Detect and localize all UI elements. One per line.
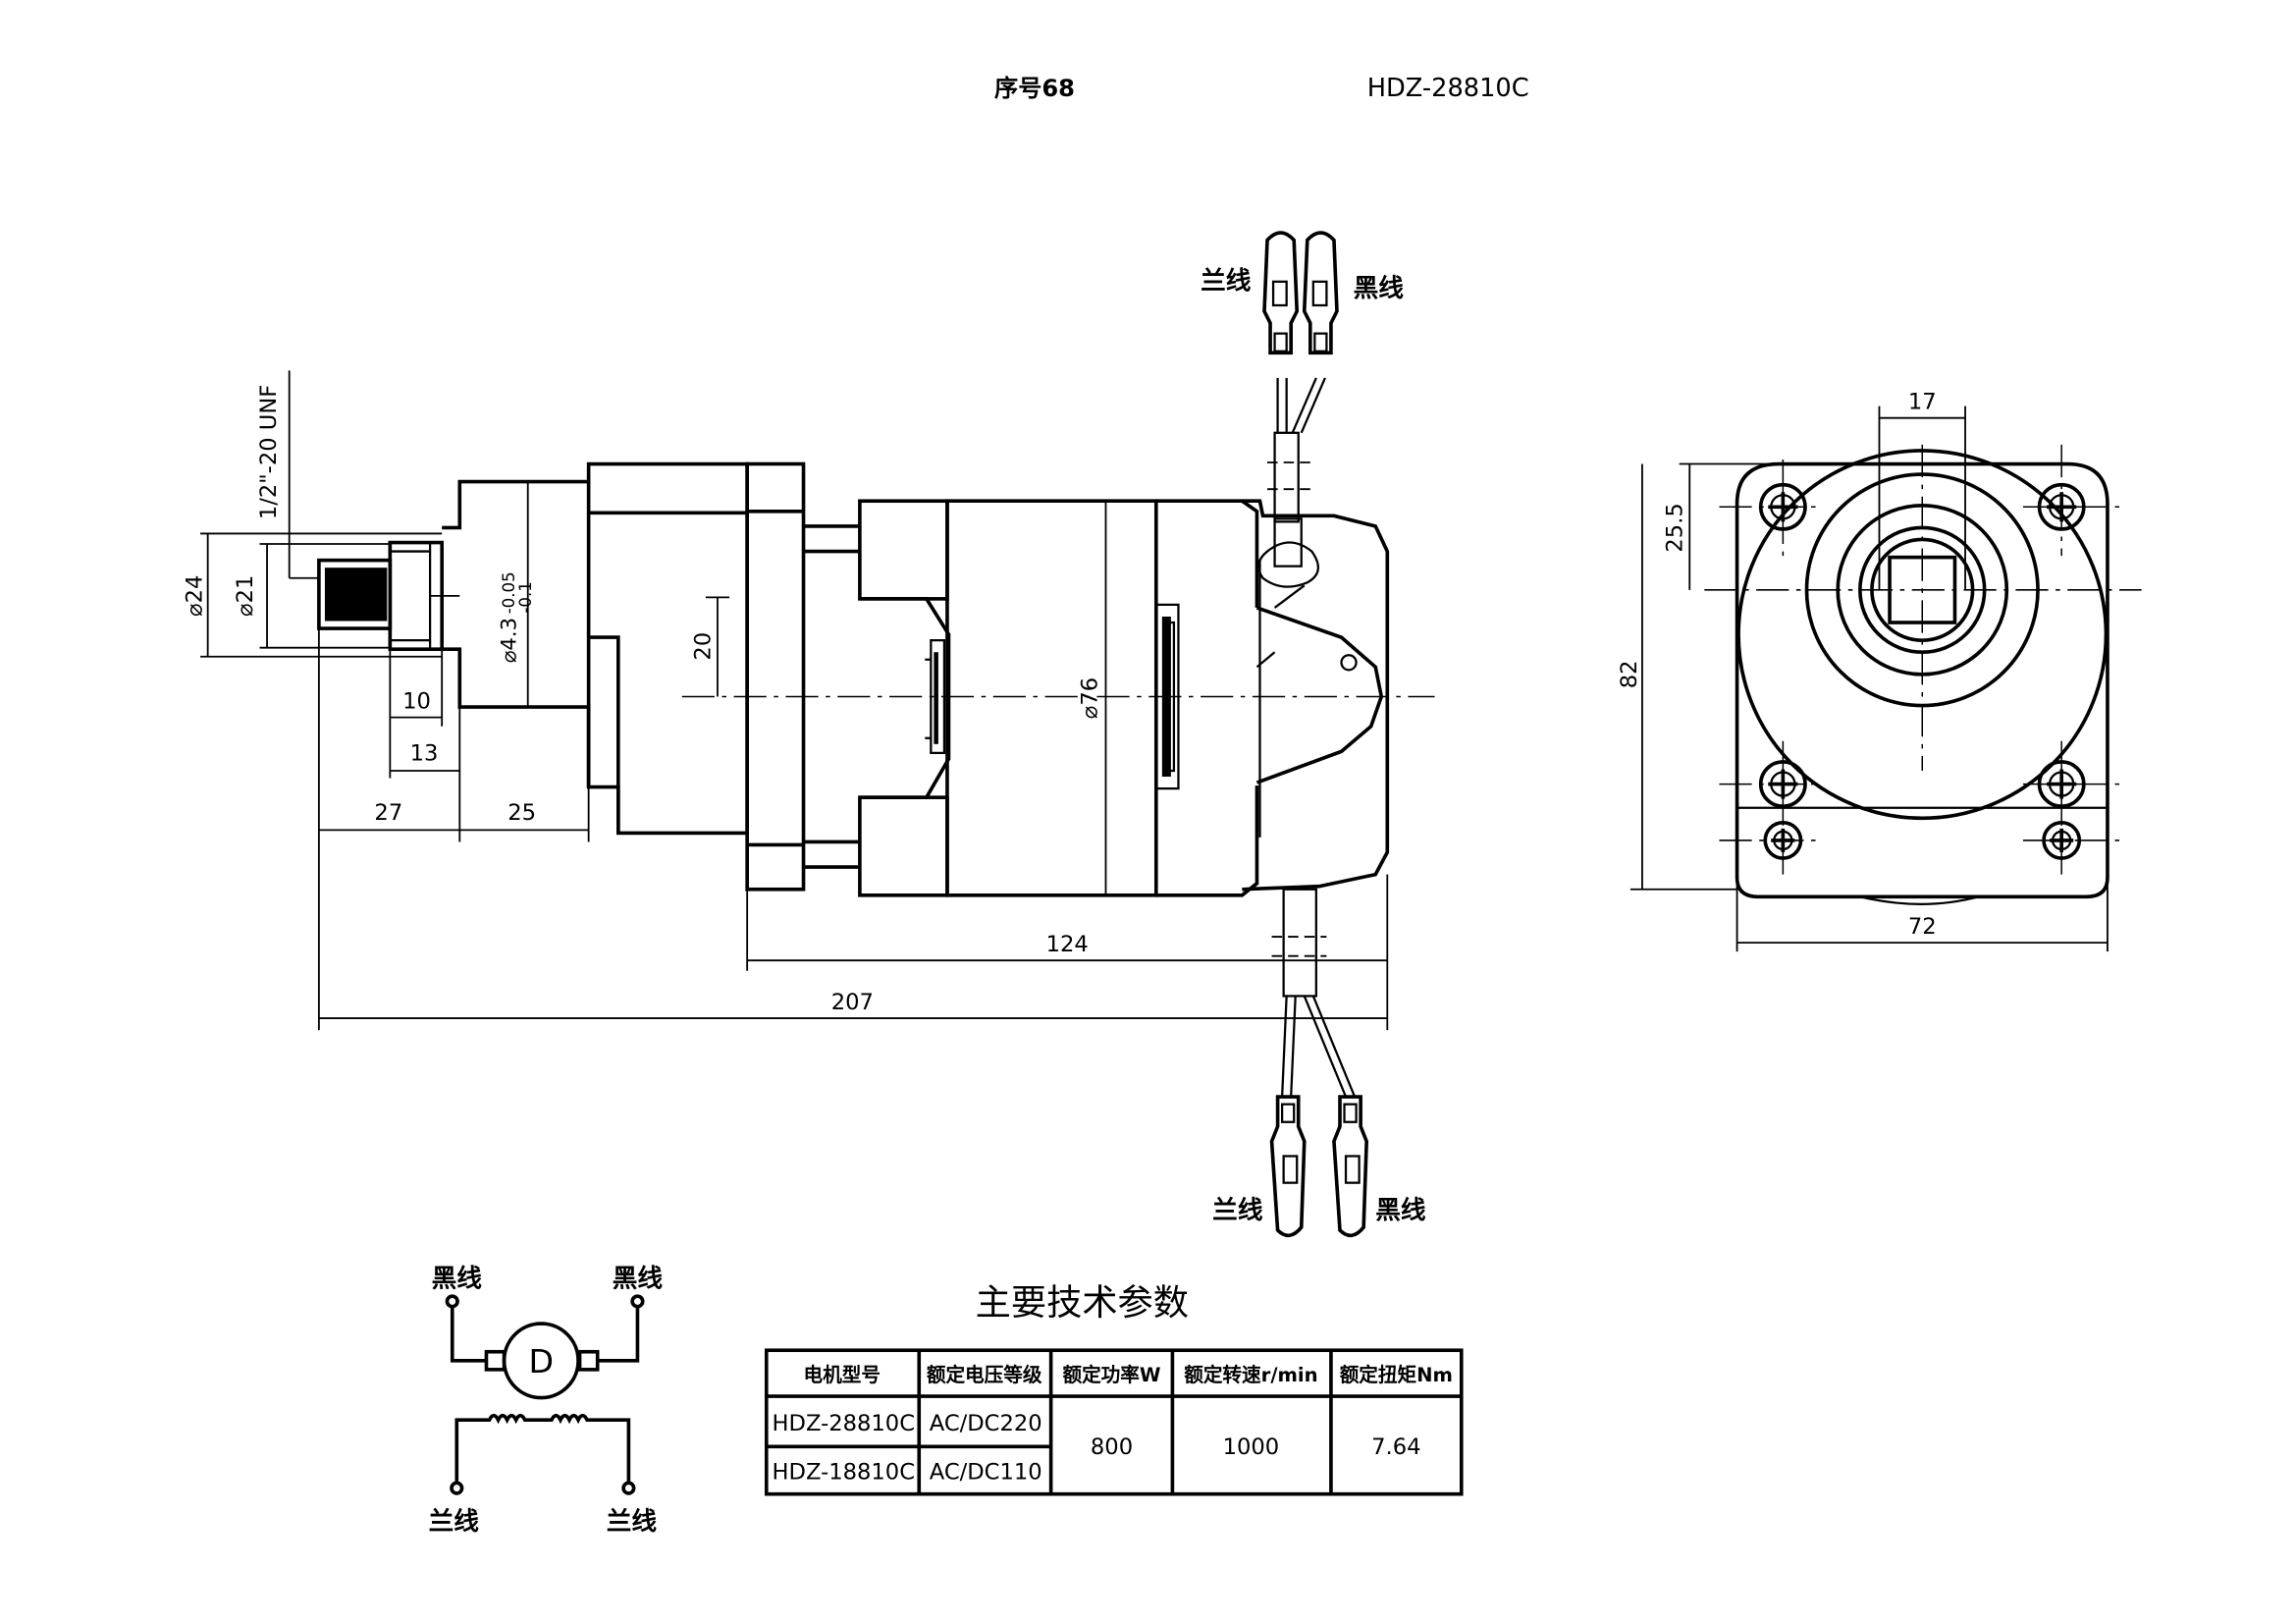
table-header-model: 电机型号 [804, 1364, 881, 1386]
top-cable: 兰线 黑线 [1201, 231, 1405, 568]
table-header-power: 额定功率W [1062, 1364, 1160, 1386]
dim-25: 25 [507, 800, 536, 826]
dim-d43-lower: -0.1 [516, 581, 535, 613]
spec-table: 主要技术参数 电机型号 额定电压等级 额定功率W 额定转速r/min 额定扭矩N… [764, 1281, 1464, 1496]
label-bottom-black-wire: 黑线 [1375, 1196, 1426, 1225]
front-view: 17 25.5 82 72 [1617, 390, 2142, 952]
motor-symbol: D [502, 1322, 580, 1400]
wiring-schematic: 黑线 黑线 D 兰线 兰线 [429, 1264, 664, 1537]
table-header-voltage: 额定电压等级 [927, 1364, 1042, 1386]
dim-13: 13 [410, 740, 439, 766]
threaded-shaft [317, 540, 444, 652]
label-top-blue-wire: 兰线 [1201, 266, 1252, 296]
table-power-value: 800 [1091, 1434, 1133, 1460]
table-header-torque: 额定扭矩Nm [1340, 1364, 1453, 1386]
connector-bottom-black [1332, 1095, 1368, 1238]
dim-d43-upper: -0.05 [500, 571, 518, 614]
table-torque-value: 7.64 [1371, 1434, 1420, 1460]
table-speed-value: 1000 [1223, 1434, 1280, 1460]
dim-17: 17 [1908, 390, 1937, 415]
dim-27: 27 [374, 800, 402, 826]
dim-d21: ⌀21 [233, 575, 258, 617]
label-bottom-blue-wire: 兰线 [1212, 1196, 1263, 1225]
dim-10: 10 [402, 689, 431, 715]
dim-72: 72 [1908, 914, 1937, 940]
table-header-speed: 额定转速r/min [1184, 1364, 1317, 1386]
side-dimensions: 1/2"-20 UNF ⌀24 ⌀21 ⌀4.3 -0.05 -0.1 20 ⌀… [183, 370, 1389, 1031]
dim-207: 207 [831, 990, 874, 1015]
drawing-model: HDZ-28810C [1367, 74, 1529, 103]
dim-d43: ⌀4.3 [497, 618, 521, 663]
dim-124: 124 [1046, 932, 1089, 957]
table-row-1-model: HDZ-28810C [773, 1411, 915, 1436]
dim-d76: ⌀76 [1077, 677, 1102, 719]
table-row-2-voltage: AC/DC110 [930, 1460, 1042, 1486]
dim-82: 82 [1617, 660, 1642, 688]
schematic-label-bottom-right: 兰线 [607, 1507, 658, 1537]
dim-d24: ⌀24 [183, 575, 208, 617]
label-top-black-wire: 黑线 [1354, 274, 1405, 303]
terminal-cover [1242, 499, 1390, 892]
spec-table-title: 主要技术参数 [976, 1281, 1189, 1324]
table-row-1-voltage: AC/DC220 [930, 1411, 1042, 1436]
table-row-2-model: HDZ-18810C [773, 1460, 915, 1486]
front-dimensions: 17 25.5 82 72 [1617, 390, 2109, 952]
connector-bottom-blue [1269, 1095, 1307, 1238]
connector-top-blue [1262, 231, 1300, 355]
side-view: 兰线 黑线 兰线 黑线 [183, 231, 1435, 1238]
dim-25-5: 25.5 [1663, 503, 1688, 552]
schematic-label-top-right: 黑线 [613, 1264, 664, 1293]
schematic-label-bottom-left: 兰线 [429, 1507, 480, 1537]
dim-thread: 1/2"-20 UNF [256, 385, 282, 519]
schematic-label-top-left: 黑线 [432, 1264, 483, 1293]
motor-letter: D [529, 1342, 555, 1380]
connector-top-black [1302, 231, 1339, 355]
gear-housing [442, 461, 806, 892]
motor-body [803, 499, 1259, 897]
drawing-serial: 序号68 [994, 75, 1075, 102]
dim-20: 20 [690, 632, 716, 661]
bottom-cable: 兰线 黑线 [1212, 888, 1426, 1238]
